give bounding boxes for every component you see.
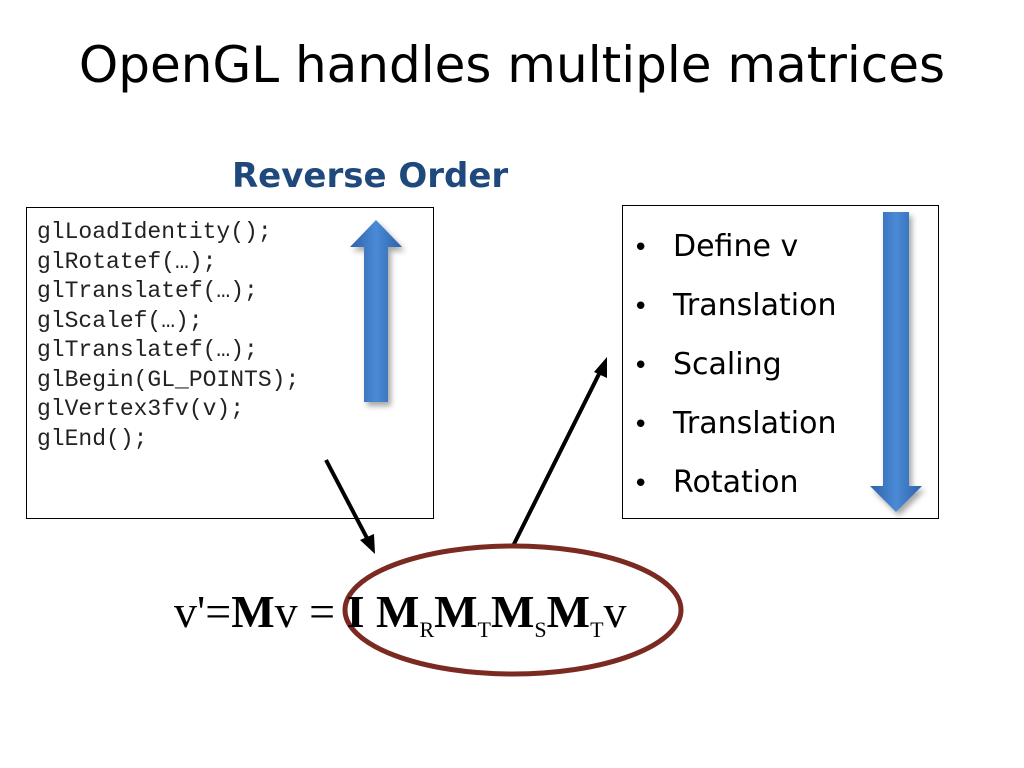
step-label: Translation	[673, 288, 837, 323]
formula-end-vector: v	[603, 586, 627, 637]
transform-formula: v'=Mv = I MRMTMSMTv	[174, 582, 627, 642]
formula-matrix: M	[231, 586, 275, 637]
formula-matrix-s: M	[491, 586, 535, 637]
step-item: • Translation	[633, 277, 836, 336]
code-line: glTranslatef(…);	[37, 278, 258, 304]
formula-equals: =	[297, 586, 347, 637]
step-item: • Define v	[633, 218, 836, 277]
formula-sub-t2: T	[590, 617, 604, 642]
code-line: glEnd();	[37, 425, 148, 452]
formula-lhs: v'=	[174, 586, 232, 637]
pointer-arrowhead-icon	[360, 534, 375, 554]
formula-sub-s: S	[534, 617, 547, 642]
bullet-icon: •	[633, 292, 649, 322]
down-arrow-icon	[870, 212, 922, 512]
formula-identity: I	[346, 586, 365, 637]
code-line: glVertex3fv(v);	[37, 396, 245, 422]
bullet-icon: •	[633, 233, 649, 263]
bullet-icon: •	[633, 469, 649, 499]
step-item: • Translation	[633, 395, 836, 454]
highlight-ellipse	[342, 543, 684, 677]
bullet-icon: •	[633, 351, 649, 381]
formula-sub-t1: T	[477, 617, 491, 642]
code-line: glRotatef(…);	[37, 248, 217, 275]
formula-sub-r: R	[419, 617, 435, 642]
formula-matrix-t2: M	[546, 586, 591, 637]
code-line: glScalef(…);	[37, 307, 203, 334]
formula-matrix-r: M	[376, 586, 420, 637]
pointer-arrow-up-icon	[511, 369, 603, 547]
formula-vector: v	[274, 586, 298, 637]
step-item: • Scaling	[633, 336, 836, 395]
step-label: Scaling	[673, 347, 782, 382]
reverse-order-label: Reverse Order	[232, 156, 509, 196]
formula-matrix-t1: M	[434, 586, 478, 637]
code-line: glBegin(GL_POINTS);	[37, 366, 300, 393]
up-arrow-icon	[350, 220, 402, 402]
code-line: glLoadIdentity();	[37, 219, 272, 245]
pointer-arrowhead-icon	[594, 357, 607, 378]
steps-list: • Define v • Translation • Scaling • Transla…	[633, 218, 836, 513]
code-line: glTranslatef(…);	[37, 337, 258, 363]
step-label: Translation	[673, 406, 837, 441]
bullet-icon: •	[633, 410, 649, 440]
pointer-arrow-down-icon	[324, 459, 370, 541]
step-label: Define v	[673, 229, 799, 264]
step-item: • Rotation	[633, 454, 836, 513]
code-list: glLoadIdentity(); glRotatef(…); glTransl…	[37, 218, 299, 454]
slide-title: OpenGL handles multiple matrices	[78, 36, 946, 94]
step-label: Rotation	[673, 465, 799, 500]
